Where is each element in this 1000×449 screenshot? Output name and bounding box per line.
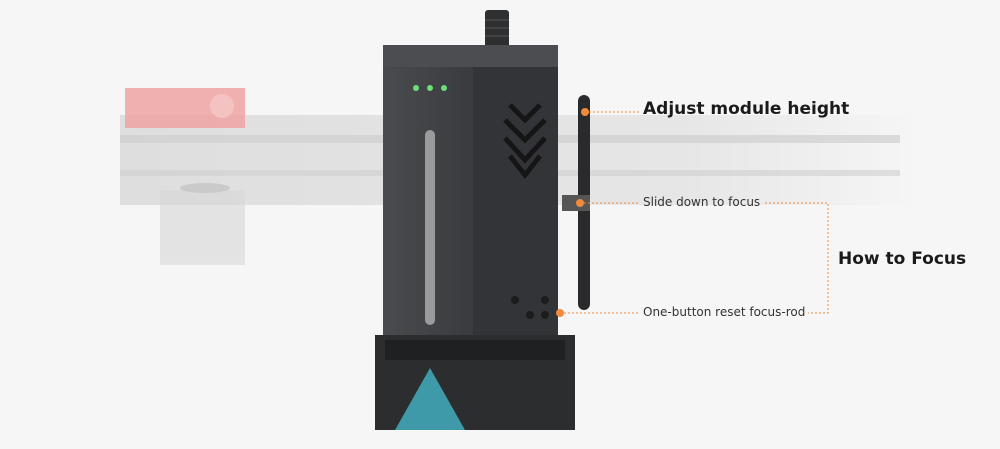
label-slide-down: Slide down to focus [643,195,761,209]
marker-dot [576,199,584,207]
module-body [383,45,558,335]
module-base [375,335,575,430]
module-screw [485,10,509,52]
led-indicator [441,85,447,91]
label-how-to-focus: How to Focus [838,249,967,269]
led-indicator [427,85,433,91]
label-reset-button: One-button reset focus-rod [643,305,806,319]
fan-vent-icon [503,103,547,180]
stepper-motor [160,183,245,265]
marker-dot [581,108,589,116]
marker-dot [556,309,564,317]
label-adjust-module-height: Adjust module height [643,99,850,119]
led-indicator [413,85,419,91]
red-block [125,88,245,128]
annotation-lines [560,111,829,314]
